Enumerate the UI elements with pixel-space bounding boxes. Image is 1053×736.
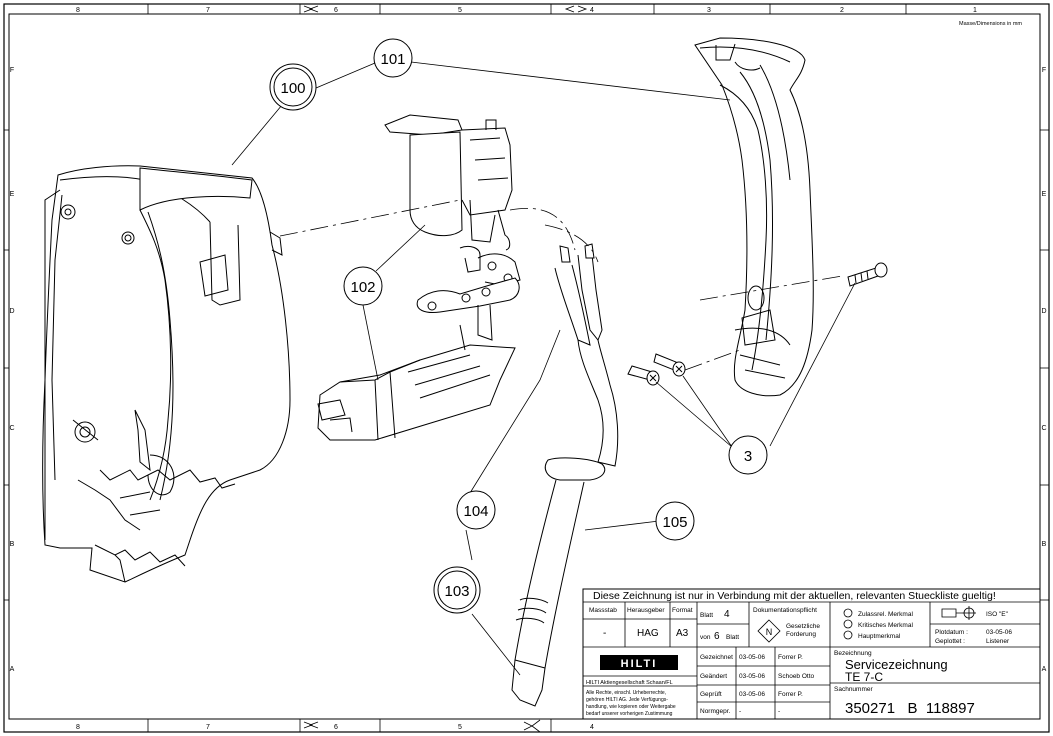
massstab-label: Massstab bbox=[589, 607, 617, 614]
geprueft-name: Forrer P. bbox=[778, 691, 803, 698]
notice-text: Diese Zeichnung ist nur in Verbindung mi… bbox=[593, 590, 996, 602]
normgepr-date: - bbox=[739, 708, 741, 715]
dimensions-note: Masse/Dimensions in mm bbox=[959, 21, 1022, 27]
rights-line-2: gehören HILTI AG. Jede Verfügungs- bbox=[586, 697, 668, 703]
merkmal-zulassrel: Zulassrel. Merkmal bbox=[858, 611, 913, 618]
gezeichnet-date: 03-05-06 bbox=[739, 654, 765, 661]
zone-label-left-1: F bbox=[10, 67, 14, 74]
callout-100: 100 bbox=[269, 63, 317, 111]
zone-label-top-2: 7 bbox=[206, 7, 210, 14]
title-block: Diese Zeichnung ist nur in Verbindung mi… bbox=[582, 588, 1041, 720]
callout-105: 105 bbox=[655, 501, 695, 541]
plotdatum-label: Plotdatum : bbox=[935, 629, 968, 636]
doku-symbol: N bbox=[766, 627, 773, 637]
zone-label-top-7: 2 bbox=[840, 7, 844, 14]
assembly-dashed-lines bbox=[279, 199, 843, 371]
herausgeber-value: HAG bbox=[637, 628, 659, 639]
zone-label-bottom-5: 4 bbox=[590, 724, 594, 731]
merkmal-kritisch: Kritisches Merkmal bbox=[858, 622, 913, 629]
von-suffix: Blatt bbox=[726, 634, 739, 641]
zone-label-bottom-2: 7 bbox=[206, 724, 210, 731]
normgepr-label: Normgepr. bbox=[700, 708, 731, 715]
iso-label: ISO "E" bbox=[986, 611, 1009, 618]
gesetzliche-line2: Forderung bbox=[786, 631, 816, 638]
normgepr-name: - bbox=[778, 708, 780, 715]
callout-101: 101 bbox=[373, 38, 413, 78]
callout-103: 103 bbox=[433, 566, 481, 614]
handle-part bbox=[694, 37, 814, 397]
zone-label-left-2: E bbox=[10, 191, 15, 198]
zone-label-bottom-4: 5 bbox=[458, 724, 462, 731]
zone-label-right-4: C bbox=[1041, 425, 1046, 432]
housing-half-part bbox=[42, 165, 291, 583]
zone-label-bottom-1: 8 bbox=[76, 724, 80, 731]
geprueft-label: Geprüft bbox=[700, 691, 722, 698]
geplottet-label: Geplottet : bbox=[935, 638, 965, 645]
blatt-value: 4 bbox=[724, 609, 730, 620]
zone-label-right-5: B bbox=[1042, 541, 1047, 548]
zone-label-left-3: D bbox=[9, 308, 14, 315]
gezeichnet-name: Forrer P. bbox=[778, 654, 803, 661]
zone-label-right-3: D bbox=[1041, 308, 1046, 315]
zone-label-top-4: 5 bbox=[458, 7, 462, 14]
von-value: 6 bbox=[714, 631, 720, 642]
sachnummer-value: 350271 B 118897 bbox=[845, 700, 975, 717]
bezeichnung-title: Servicezeichnung bbox=[845, 657, 948, 672]
zone-label-top-5: 4 bbox=[590, 7, 594, 14]
screws-part bbox=[627, 262, 888, 386]
plotdatum-value: 03-05-06 bbox=[986, 629, 1012, 636]
blatt-label: Blatt bbox=[700, 612, 713, 619]
cable-and-sleeve-part bbox=[511, 243, 619, 707]
zone-label-right-6: A bbox=[1042, 666, 1047, 673]
gezeichnet-label: Gezeichnet bbox=[700, 654, 733, 661]
zone-label-top-6: 3 bbox=[707, 7, 711, 14]
callout-3: 3 bbox=[728, 435, 768, 475]
callout-104-label: 104 bbox=[463, 503, 488, 520]
zone-label-right-2: E bbox=[1042, 191, 1047, 198]
zone-label-top-3: 6 bbox=[334, 7, 338, 14]
geprueft-date: 03-05-06 bbox=[739, 691, 765, 698]
format-label: Format bbox=[672, 607, 693, 614]
callout-100-label: 100 bbox=[280, 80, 305, 97]
callout-103-label: 103 bbox=[444, 583, 469, 600]
zone-label-bottom-3: 6 bbox=[334, 724, 338, 731]
zone-ticks bbox=[4, 4, 1049, 733]
geaendert-date: 03-05-06 bbox=[739, 673, 765, 680]
dokumentationspflicht-label: Dokumentationspflicht bbox=[753, 607, 817, 614]
rights-line-3: handlung, wie kopieren oder Weitergabe bbox=[586, 704, 676, 710]
geaendert-name: Schoeb Otto bbox=[778, 673, 815, 680]
callout-101-label: 101 bbox=[380, 51, 405, 68]
zone-label-left-5: B bbox=[10, 541, 15, 548]
geaendert-label: Geändert bbox=[700, 673, 727, 680]
bezeichnung-model: TE 7-C bbox=[845, 670, 883, 684]
zone-label-left-6: A bbox=[10, 666, 15, 673]
gesetzliche-line1: Gesetzliche bbox=[786, 623, 820, 630]
rights-line-1: Alle Rechte, einschl. Urheberrechte, bbox=[586, 690, 666, 696]
zone-label-left-4: C bbox=[9, 425, 14, 432]
sachnummer-label: Sachnummer bbox=[834, 686, 873, 693]
hilti-logo: HILTI bbox=[600, 655, 678, 670]
callout-104: 104 bbox=[456, 490, 496, 530]
zone-label-right-1: F bbox=[1042, 67, 1046, 74]
format-value: A3 bbox=[676, 628, 689, 639]
hilti-logo-text: HILTI bbox=[621, 658, 658, 670]
massstab-value: - bbox=[603, 628, 606, 639]
zone-label-top-1: 8 bbox=[76, 7, 80, 14]
bezeichnung-label: Bezeichnung bbox=[834, 650, 872, 657]
switch-assembly-part bbox=[317, 114, 521, 441]
company-name: HILTI Aktiengesellschaft Schaan/FL bbox=[586, 680, 673, 686]
von-label: von bbox=[700, 634, 711, 641]
callout-3-label: 3 bbox=[744, 448, 752, 465]
rights-line-4: bedarf unserer vorherigen Zustimmung bbox=[586, 711, 673, 717]
callout-105-label: 105 bbox=[662, 514, 687, 531]
zone-label-top-8: 1 bbox=[973, 7, 977, 14]
merkmal-haupt: Hauptmerkmal bbox=[858, 633, 901, 640]
zone-labels: 8 7 6 5 4 3 2 1 8 7 6 5 4 F E D C B A F … bbox=[9, 7, 1046, 731]
leader-lines bbox=[231, 61, 856, 676]
herausgeber-label: Herausgeber bbox=[627, 607, 665, 614]
callout-102: 102 bbox=[343, 266, 383, 306]
callout-102-label: 102 bbox=[350, 279, 375, 296]
geplottet-value: Listener bbox=[986, 638, 1010, 645]
